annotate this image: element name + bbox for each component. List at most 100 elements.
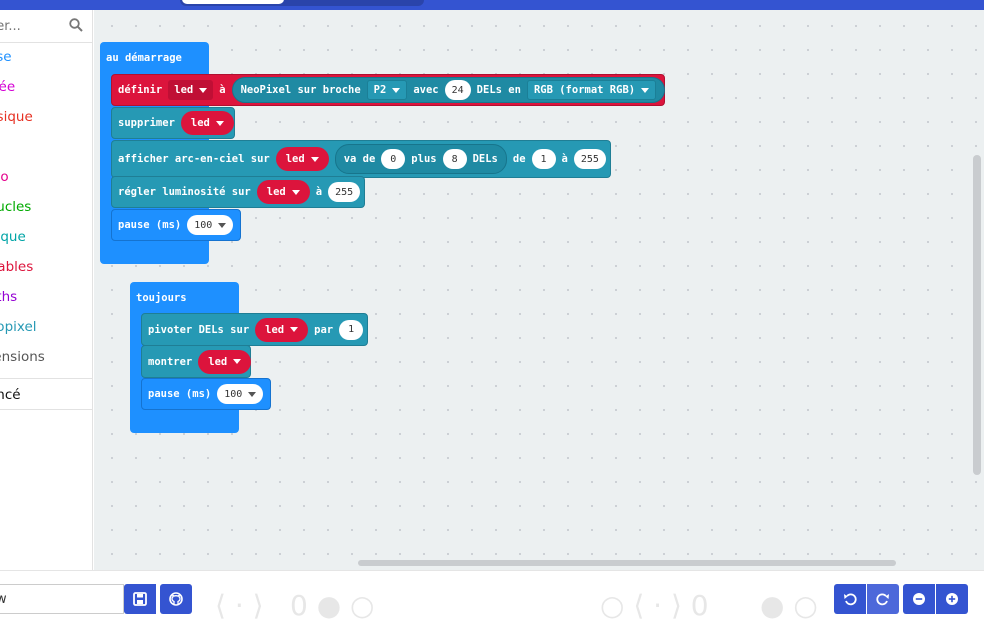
- save-button[interactable]: [124, 584, 156, 614]
- category-base[interactable]: ase: [0, 49, 12, 65]
- hue-end-input[interactable]: 255: [573, 149, 606, 169]
- brightness-label: régler luminosité sur: [118, 186, 251, 198]
- hue-start-input[interactable]: 1: [531, 149, 556, 169]
- workspace-vertical-scrollbar[interactable]: [973, 155, 981, 475]
- forever-pause-duration-dropdown[interactable]: 100: [217, 384, 264, 404]
- category-extensions[interactable]: tensions: [0, 349, 45, 365]
- pin-value: P2: [373, 84, 387, 96]
- mode-value: RGB (format RGB): [533, 84, 636, 96]
- toolbox-search-input[interactable]: [0, 14, 68, 38]
- hue-to-label: à: [561, 153, 568, 165]
- rainbow-variable-value: led: [285, 153, 305, 165]
- set-strip-block[interactable]: définir led à NeoPixel sur broche P2 ave…: [111, 74, 666, 106]
- project-name-input[interactable]: [0, 584, 124, 614]
- led-count-input[interactable]: 24: [444, 80, 471, 100]
- undo-button[interactable]: [834, 584, 866, 614]
- background-pattern: ⟨ · ⟩: [215, 589, 264, 622]
- mode-dropdown[interactable]: RGB (format RGB): [526, 80, 657, 100]
- rotate-offset-input[interactable]: 1: [339, 319, 364, 340]
- clear-block[interactable]: supprimer led: [111, 107, 235, 139]
- chevron-down-icon: [199, 87, 208, 93]
- category-input[interactable]: trée: [0, 79, 16, 95]
- rotate-by-label: par: [314, 323, 334, 336]
- pin-dropdown[interactable]: P2: [366, 80, 408, 100]
- toolbox-search: [0, 10, 92, 43]
- rotate-variable-dropdown[interactable]: led: [255, 317, 309, 342]
- editor-toggle-active[interactable]: [182, 0, 284, 4]
- set-label: définir: [118, 84, 163, 96]
- rotate-variable-value: led: [265, 323, 285, 336]
- show-block[interactable]: montrer led: [141, 345, 252, 378]
- show-variable-dropdown[interactable]: led: [198, 349, 252, 374]
- forever-label: toujours: [136, 292, 187, 304]
- toolbox-divider: [0, 409, 92, 410]
- github-button[interactable]: [160, 584, 192, 614]
- chevron-down-icon: [233, 359, 242, 364]
- show-rainbow-block[interactable]: afficher arc-en-ciel sur led va de 0 plu…: [111, 140, 611, 178]
- chevron-down-icon: [291, 189, 300, 195]
- github-icon: [169, 592, 183, 606]
- zoom-in-icon: [946, 593, 958, 605]
- chevron-down-icon: [248, 391, 257, 397]
- save-icon: [133, 592, 147, 606]
- category-led[interactable]: D: [0, 132, 92, 162]
- set-variable-value: led: [174, 84, 194, 96]
- category-variables[interactable]: riables: [0, 259, 34, 275]
- category-advanced[interactable]: ancé: [0, 387, 21, 403]
- brightness-variable-dropdown[interactable]: led: [256, 180, 310, 204]
- search-icon[interactable]: [69, 18, 83, 32]
- hue-from-label: de: [512, 153, 526, 165]
- brightness-variable-value: led: [266, 186, 286, 198]
- range-plus-label: plus: [411, 153, 437, 165]
- pause-block[interactable]: pause (ms) 100: [111, 209, 241, 241]
- toolbox-divider: [0, 378, 92, 379]
- on-start-label: au démarrage: [106, 52, 182, 64]
- rainbow-label: afficher arc-en-ciel sur: [118, 153, 270, 165]
- zoom-in-button[interactable]: [936, 584, 968, 614]
- category-math[interactable]: aths: [0, 289, 18, 305]
- pause-duration-dropdown[interactable]: 100: [187, 215, 234, 235]
- set-variable-dropdown[interactable]: led: [168, 80, 214, 100]
- background-pattern: ○ ⟨ · ⟩ 0: [600, 589, 709, 622]
- forever-pause-block[interactable]: pause (ms) 100: [141, 378, 271, 410]
- category-music[interactable]: usique: [0, 109, 33, 125]
- range-block[interactable]: va de 0 plus 8 DELs: [334, 144, 507, 174]
- chevron-down-icon: [218, 222, 227, 228]
- dels-mode-label: DELs en: [476, 84, 521, 96]
- chevron-down-icon: [641, 87, 650, 93]
- neopixel-create-block[interactable]: NeoPixel sur broche P2 avec 24 DELs en R…: [231, 77, 666, 103]
- brightness-to-label: à: [315, 186, 323, 198]
- rainbow-variable-dropdown[interactable]: led: [275, 147, 329, 171]
- category-loops[interactable]: oucles: [0, 199, 32, 215]
- editor-toggle[interactable]: [180, 0, 424, 6]
- redo-icon: [876, 593, 889, 606]
- range-length-input[interactable]: 8: [442, 149, 467, 169]
- redo-button[interactable]: [867, 584, 899, 614]
- chevron-down-icon: [215, 120, 224, 126]
- background-pattern: 0 ● ○: [290, 589, 375, 622]
- zoom-out-icon: [913, 593, 925, 605]
- range-start-input[interactable]: 0: [381, 149, 406, 169]
- pause-duration-value: 100: [194, 219, 213, 231]
- editor-bottom-bar: ⟨ · ⟩ 0 ● ○ ○ ⟨ · ⟩ 0 ● ○: [0, 570, 984, 625]
- background-pattern: ● ○: [760, 589, 818, 622]
- category-neopixel[interactable]: eopixel: [0, 319, 37, 335]
- undo-icon: [844, 593, 857, 606]
- set-brightness-block[interactable]: régler luminosité sur led à 255: [111, 176, 365, 208]
- clear-variable-value: led: [190, 117, 210, 129]
- rotate-block[interactable]: pivoter DELs sur led par 1: [141, 313, 368, 346]
- with-label: avec: [413, 84, 439, 96]
- toolbox: ase trée usique D dio oucles gique riabl…: [0, 10, 93, 570]
- show-variable-value: led: [208, 355, 228, 368]
- set-to-label: à: [219, 84, 226, 96]
- category-radio[interactable]: dio: [0, 169, 9, 185]
- brightness-input[interactable]: 255: [328, 182, 361, 202]
- range-label: va de: [343, 153, 376, 165]
- forever-pause-label: pause (ms): [148, 388, 212, 400]
- clear-variable-dropdown[interactable]: led: [180, 111, 234, 135]
- show-label: montrer: [148, 355, 193, 368]
- neopixel-strip-label: NeoPixel sur broche: [240, 84, 361, 96]
- category-logic[interactable]: gique: [0, 229, 26, 245]
- workspace-horizontal-scrollbar[interactable]: [358, 560, 896, 566]
- zoom-out-button[interactable]: [903, 584, 935, 614]
